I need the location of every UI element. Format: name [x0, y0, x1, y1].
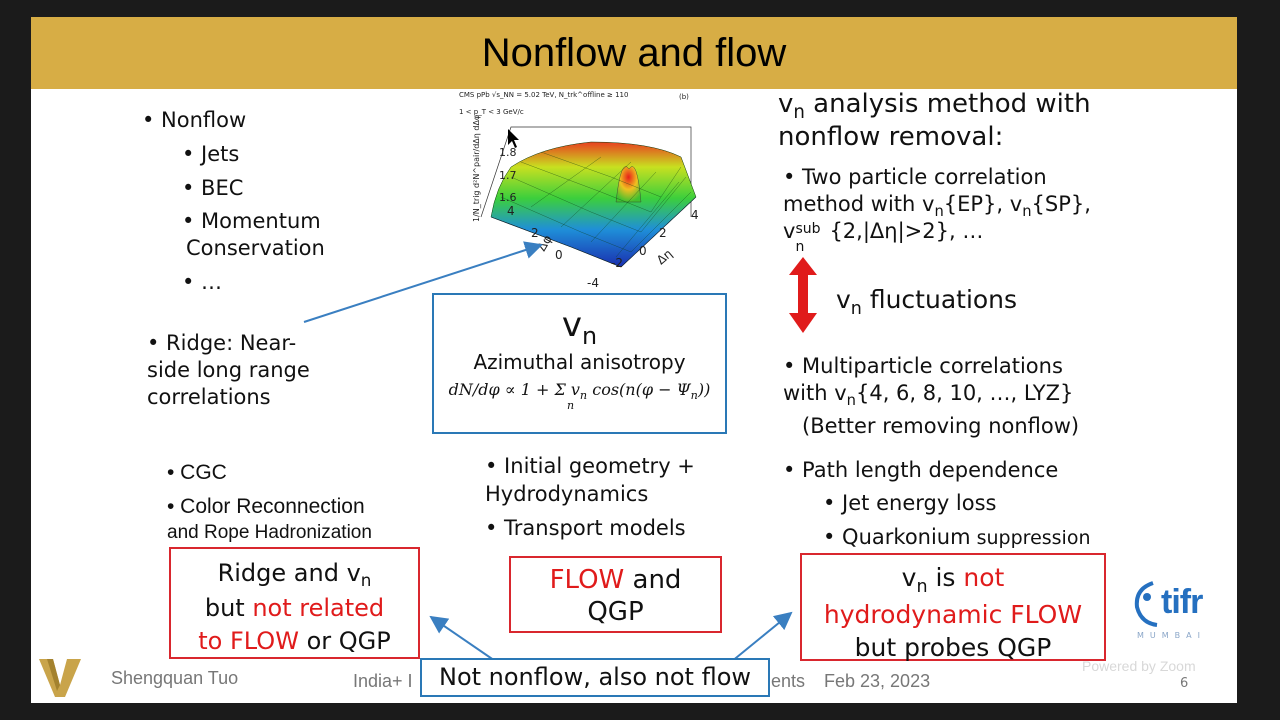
slide: Nonflow and flow • Nonflow • Jets • BEC … [31, 17, 1237, 703]
not-hydro-flow-box: vn is not hydrodynamic FLOW but probes Q… [800, 553, 1106, 662]
sum-index: n [566, 399, 575, 412]
nonflow-bullet: • Nonflow [142, 108, 247, 132]
analysis-heading-2: nonflow removal: [778, 122, 1004, 152]
vn-symbol: vn [561, 305, 598, 350]
jets-bullet: • Jets [182, 142, 240, 166]
hydro-flow-text: hydrodynamic FLOW [823, 600, 1083, 629]
zoom-watermark: Powered by Zoom [1082, 658, 1196, 674]
qgp-word: QGP [587, 597, 644, 627]
z-tick-2: 1.7 [499, 169, 517, 182]
momentum-bullet: • Momentum [182, 209, 321, 233]
footer-date: Feb 23, 2023 [824, 671, 931, 691]
tifr-subtext: MUMBAI [1137, 631, 1206, 640]
ridge-line-1: • Ridge: Near- [147, 331, 297, 355]
bec-bullet: • BEC [182, 176, 244, 200]
dphi-tick-3: 0 [555, 248, 563, 262]
hydrodynamics-text: Hydrodynamics [485, 482, 649, 506]
not-nonflow-box: Not nonflow, also not flow [420, 658, 770, 697]
box-line3a: to FLOW [198, 627, 299, 655]
method-line: method with vn{EP}, vn{SP}, [783, 192, 1091, 220]
ellipsis-bullet: • … [182, 270, 223, 294]
analysis-heading-1: vn analysis method with [778, 89, 1091, 123]
z-axis-label: 1/N_trig d²N^pair/dΔη dΔφ [472, 115, 481, 222]
footer-event-left: India+ I [353, 671, 413, 691]
quarkonium-bullet: • Quarkonium suppression [823, 525, 1091, 549]
plot-frame [480, 126, 692, 218]
plot-panel: (b) [679, 93, 689, 101]
box-line3b: or QGP [298, 627, 391, 655]
plot-peak [615, 166, 642, 203]
tifr-text: tifr [1161, 583, 1203, 621]
z-tick-1: 1.8 [499, 146, 517, 159]
deta-tick-4: -2 [611, 256, 623, 270]
deta-axis-label: Δη [654, 246, 675, 267]
initial-geometry-bullet: • Initial geometry + [485, 454, 695, 478]
footer-event-right: ents [771, 671, 806, 691]
ridge-line-3: correlations [147, 385, 271, 409]
ridge-correlation-plot: CMS pPb √s_NN = 5.02 TeV, N_trk^offline … [459, 91, 699, 290]
page-number: 6 [1180, 676, 1189, 691]
right-box-arrow [730, 611, 793, 663]
slide-title: Nonflow and flow [481, 31, 787, 75]
color-reconnection-bullet: • Color Reconnection [167, 495, 365, 518]
flow-formula: dN/dφ ∝ 1 + Σ vn cos(n(φ − Ψn)) [448, 380, 711, 402]
fluctuation-double-arrow [789, 257, 817, 333]
z-tick-3: 1.6 [499, 191, 517, 204]
path-length-bullet: • Path length dependence [783, 458, 1059, 482]
plot-mesh [500, 151, 692, 258]
plot-surface [490, 141, 697, 268]
cgc-bullet: • CGC [167, 461, 227, 484]
box-line1: Ridge and v [217, 559, 361, 587]
tifr-logo: tifr MUMBAI [1131, 577, 1226, 647]
deta-tick-1: 4 [691, 208, 699, 222]
deta-tick-3: 0 [639, 244, 647, 258]
deta-tick-2: 2 [659, 226, 667, 240]
box-line2a: but [204, 594, 253, 622]
plot-subheader: 1 < p_T < 3 GeV/c [459, 108, 524, 116]
cursor-icon [508, 129, 519, 148]
with-vn-line: with vn{4, 6, 8, 10, …, LYZ} [783, 381, 1074, 409]
jet-energy-bullet: • Jet energy loss [823, 491, 997, 515]
box-sub: n [360, 570, 372, 590]
vn-definition-box: vn Azimuthal anisotropy dN/dφ ∝ 1 + Σ vn… [432, 293, 727, 434]
rope-text: and Rope Hadronization [167, 522, 372, 543]
vanderbilt-logo-icon [39, 659, 81, 697]
vn-fluctuations: vn fluctuations [836, 285, 1018, 319]
ridge-not-flow-box: Ridge and vn but not related to FLOW or … [169, 547, 420, 659]
and-word: and [624, 565, 682, 595]
flow-qgp-box: FLOW and QGP [509, 556, 722, 633]
dphi-tick-2: 2 [531, 226, 539, 240]
plot-surface-edge [490, 196, 697, 268]
footer-author: Shengquan Tuo [111, 668, 239, 688]
better-removing-note: (Better removing nonflow) [802, 414, 1080, 438]
title-bar: Nonflow and flow [31, 17, 1237, 89]
conservation-text: Conservation [186, 236, 325, 260]
dphi-tick-1: 4 [507, 204, 515, 218]
two-particle-bullet: • Two particle correlation [783, 165, 1047, 189]
tifr-emblem-icon [1134, 581, 1158, 627]
probes-qgp-text: but probes QGP [854, 633, 1052, 662]
ridge-line-2: side long range [147, 358, 310, 382]
azimuthal-anisotropy: Azimuthal anisotropy [473, 350, 686, 374]
multiparticle-bullet: • Multiparticle correlations [783, 354, 1063, 378]
plot-header: CMS pPb √s_NN = 5.02 TeV, N_trk^offline … [459, 91, 628, 99]
box-line2b: not related [252, 594, 385, 622]
transport-models-bullet: • Transport models [485, 516, 686, 540]
flow-word: FLOW [549, 565, 625, 595]
deta-tick-5: -4 [587, 276, 599, 290]
